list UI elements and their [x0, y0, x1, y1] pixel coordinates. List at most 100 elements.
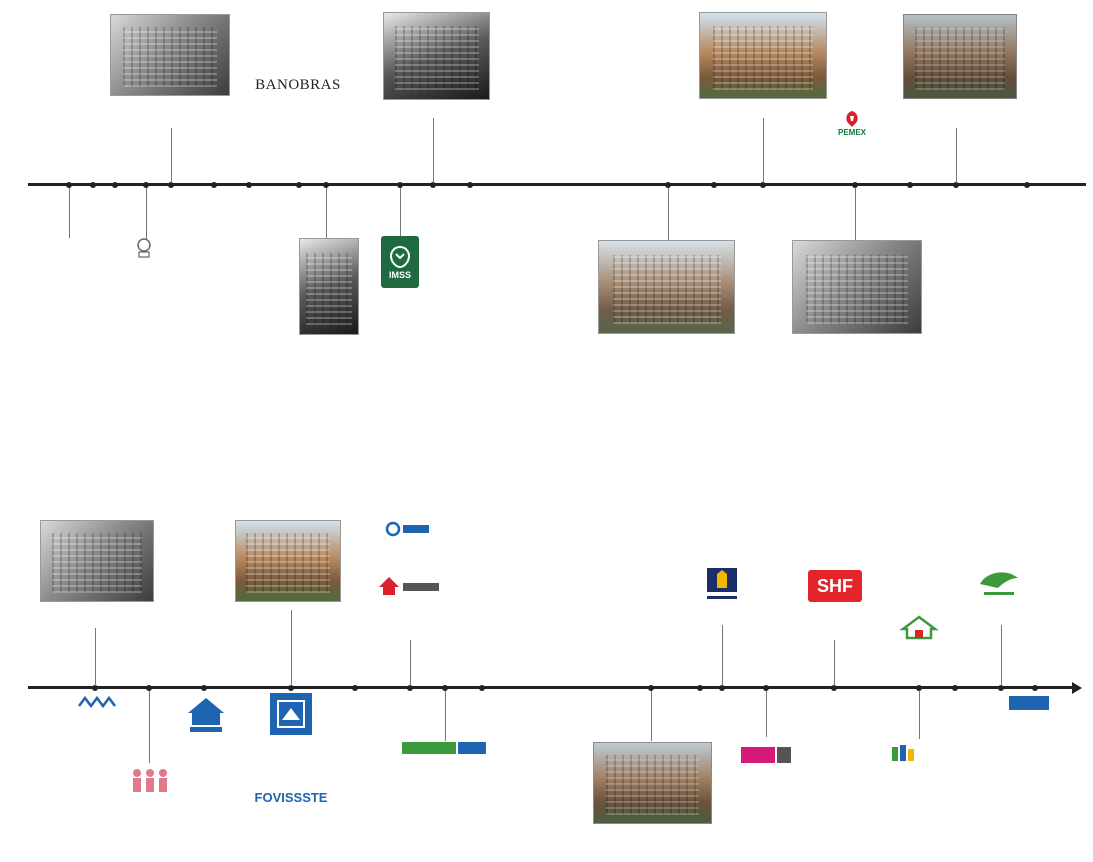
blue-bar-logo — [1008, 694, 1050, 712]
timeline-tick — [143, 181, 149, 188]
shf-logo: SHF — [808, 570, 862, 602]
event-note — [793, 338, 921, 360]
event-note — [120, 100, 220, 120]
connector-line — [291, 610, 292, 686]
connector-line — [763, 118, 764, 183]
timeline-tick — [397, 181, 403, 188]
timeline-tick — [352, 684, 358, 691]
timeline-tick — [952, 684, 958, 691]
event-note — [798, 744, 872, 776]
timeline-tick — [323, 181, 329, 188]
red-house-logo — [374, 572, 444, 598]
building-photo — [598, 240, 735, 334]
timeline-tick — [907, 181, 913, 188]
event-note — [798, 606, 872, 636]
green-bar — [402, 742, 456, 754]
blue-bar — [1009, 696, 1049, 710]
timeline-tick — [201, 684, 207, 691]
navy-emblem-icon — [707, 568, 737, 599]
building-photo — [110, 14, 230, 96]
building-photo — [699, 12, 827, 99]
event-note — [72, 712, 118, 740]
timeline-tick — [711, 181, 717, 188]
banobras-wordmark: BANOBRAS — [255, 76, 341, 93]
event-note — [590, 826, 714, 858]
timeline-tick — [916, 684, 922, 691]
family-emblem-logo — [888, 740, 918, 766]
event-note — [250, 738, 334, 780]
magenta-logo — [740, 740, 792, 770]
fovissste-wordmark: FOVISSSTE — [254, 789, 328, 805]
event-note — [255, 100, 340, 130]
pemex-logo: PEMEX — [822, 104, 882, 142]
event-note — [225, 144, 273, 174]
event-note — [298, 338, 358, 363]
event-note — [604, 636, 696, 681]
event-note — [680, 134, 742, 176]
timeline-tick — [763, 684, 769, 691]
pemex-eagle-icon — [846, 110, 858, 127]
conavi-tree-logo — [975, 565, 1023, 601]
event-note — [970, 604, 1032, 629]
connector-line — [95, 628, 96, 686]
blue-house-logo — [183, 694, 229, 736]
pink-emblem-logo — [124, 764, 176, 798]
timeline-tick — [1024, 181, 1030, 188]
event-note — [78, 150, 118, 175]
building-photo — [299, 238, 359, 335]
event-note — [372, 292, 434, 350]
green-house-logo — [898, 613, 940, 643]
event-note — [1006, 714, 1056, 739]
event-note — [1040, 660, 1060, 672]
timeline-tick — [831, 684, 837, 691]
connector-line — [766, 691, 767, 737]
event-note — [95, 194, 135, 212]
timeline-tick — [697, 684, 703, 691]
event-note — [372, 542, 434, 567]
timeline-tick — [288, 684, 294, 691]
connector-line — [834, 640, 835, 686]
house-icon — [379, 577, 439, 595]
banobras-logo: BANOBRAS — [255, 74, 341, 96]
event-note — [250, 808, 334, 853]
connector-line — [919, 691, 920, 739]
blue-wordmark-logo — [76, 694, 118, 710]
timeline-tick — [296, 181, 302, 188]
timeline-tick — [953, 181, 959, 188]
event-note — [402, 758, 486, 798]
timeline-tick — [430, 181, 436, 188]
top-timeline-axis — [28, 183, 1086, 186]
fovissste-emblem-icon — [277, 700, 305, 728]
house-icon — [188, 698, 224, 732]
event-note — [674, 694, 724, 722]
blue-bar — [458, 742, 486, 754]
connector-line — [1001, 625, 1002, 686]
timeline-tick — [246, 181, 252, 188]
shf-wordmark: SHF — [817, 575, 853, 596]
emblem-icon — [137, 238, 151, 258]
connector-line — [956, 128, 957, 183]
connector-line — [410, 640, 411, 686]
timeline-tick — [998, 684, 1004, 691]
timeline-tick — [168, 181, 174, 188]
family-icon — [892, 745, 914, 761]
timeline-tick — [112, 181, 118, 188]
connector-line — [146, 188, 147, 240]
connector-line — [855, 188, 856, 240]
navy-emblem-logo — [702, 564, 742, 604]
connector-line — [445, 691, 446, 741]
event-note — [936, 696, 992, 736]
connector-line — [149, 691, 150, 763]
event-note — [40, 604, 152, 629]
timeline-tick — [66, 181, 72, 188]
imss-emblem-icon — [389, 245, 411, 269]
connector-line — [326, 188, 327, 238]
timeline-tick — [442, 684, 448, 691]
building-photo — [383, 12, 490, 100]
event-note — [460, 696, 504, 718]
event-note — [818, 144, 888, 174]
emblem-logo — [133, 236, 155, 260]
event-note — [988, 194, 1063, 224]
timeline-tick — [467, 181, 473, 188]
event-note — [172, 636, 240, 676]
